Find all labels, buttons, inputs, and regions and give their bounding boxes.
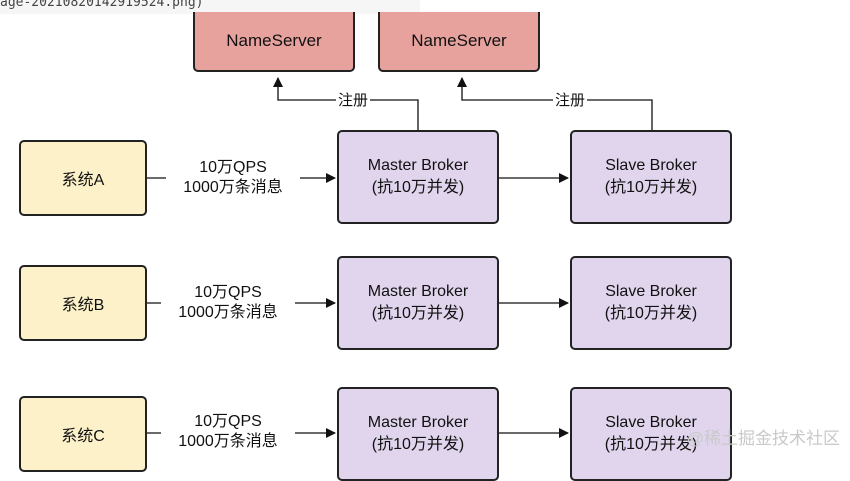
broker-title: Slave Broker: [605, 157, 697, 174]
traffic-label-a: 10万QPS 1000万条消息: [166, 158, 300, 198]
slave-broker-box-b: Slave Broker (抗10万并发): [570, 256, 732, 350]
broker-subtitle: (抗10万并发): [604, 436, 698, 453]
broker-subtitle: (抗10万并发): [371, 179, 465, 196]
system-a-box: 系统A: [19, 140, 147, 216]
qps-text: 10万QPS: [194, 413, 262, 430]
system-label: 系统A: [61, 172, 105, 189]
nameserver-label: NameServer: [226, 31, 322, 50]
system-label: 系统C: [61, 428, 105, 445]
nameserver-box-1: NameServer: [193, 12, 355, 72]
nameserver-box-2: NameServer: [378, 12, 540, 72]
broker-title: Master Broker: [367, 283, 469, 300]
broker-subtitle: (抗10万并发): [371, 436, 465, 453]
watermark: @稀土掘金技术社区: [686, 429, 840, 448]
traffic-label-b: 10万QPS 1000万条消息: [161, 283, 295, 323]
slave-broker-box-a: Slave Broker (抗10万并发): [570, 130, 732, 224]
system-label: 系统B: [61, 297, 105, 314]
qps-text: 10万QPS: [199, 159, 267, 176]
broker-subtitle: (抗10万并发): [604, 179, 698, 196]
broker-subtitle: (抗10万并发): [604, 305, 698, 322]
master-broker-box-c: Master Broker (抗10万并发): [337, 387, 499, 481]
nameserver-label: NameServer: [411, 31, 507, 50]
message-count-text: 1000万条消息: [183, 179, 283, 196]
broker-title: Slave Broker: [605, 414, 697, 431]
message-count-text: 1000万条消息: [178, 433, 278, 450]
register-label-2: 注册: [553, 91, 588, 111]
master-broker-box-b: Master Broker (抗10万并发): [337, 256, 499, 350]
system-c-box: 系统C: [19, 396, 147, 472]
broker-subtitle: (抗10万并发): [371, 305, 465, 322]
traffic-label-c: 10万QPS 1000万条消息: [161, 412, 295, 452]
master-broker-box-a: Master Broker (抗10万并发): [337, 130, 499, 224]
broker-title: Slave Broker: [605, 283, 697, 300]
broker-title: Master Broker: [367, 157, 469, 174]
image-markdown-snippet: age-20210820142919524.png): [0, 0, 420, 14]
register-label-1: 注册: [336, 91, 371, 111]
system-b-box: 系统B: [19, 265, 147, 341]
message-count-text: 1000万条消息: [178, 304, 278, 321]
qps-text: 10万QPS: [194, 284, 262, 301]
broker-title: Master Broker: [367, 414, 469, 431]
